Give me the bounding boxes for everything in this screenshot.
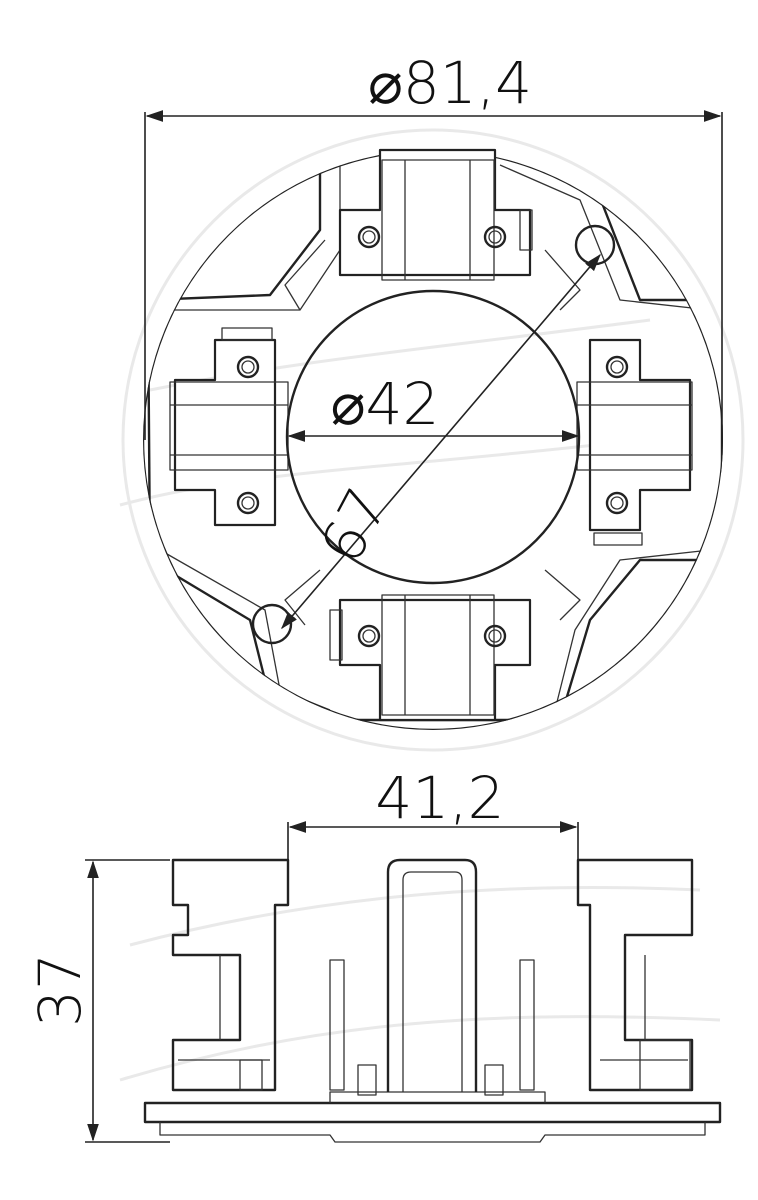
dimension-inner-diameter: ⌀42	[287, 370, 580, 442]
side-center-box	[386, 858, 478, 1092]
base-plate	[143, 1091, 722, 1143]
side-view: 41,2 37	[26, 764, 722, 1143]
brush-holder-bottom	[329, 594, 532, 722]
side-holder-right	[576, 858, 694, 1092]
top-view: ⌀81,4 ⌀42 67	[119, 49, 745, 752]
dimension-diagonal: 67	[281, 253, 601, 630]
width-label: 41,2	[375, 764, 504, 832]
outer-diameter-label: ⌀81,4	[368, 49, 532, 117]
brush-holder-left	[169, 327, 289, 527]
inner-diameter-label: ⌀42	[331, 370, 440, 438]
diagonal-label: 67	[307, 477, 402, 574]
side-holder-left	[171, 858, 290, 1092]
brush-holder-top	[338, 148, 533, 281]
dimension-height: 37	[26, 859, 170, 1143]
dimension-width: 41,2	[287, 764, 579, 900]
brush-holder-right	[576, 338, 693, 546]
side-springs	[329, 959, 535, 1096]
dimension-outer-diameter: ⌀81,4	[144, 49, 723, 440]
height-label: 37	[26, 953, 94, 1027]
